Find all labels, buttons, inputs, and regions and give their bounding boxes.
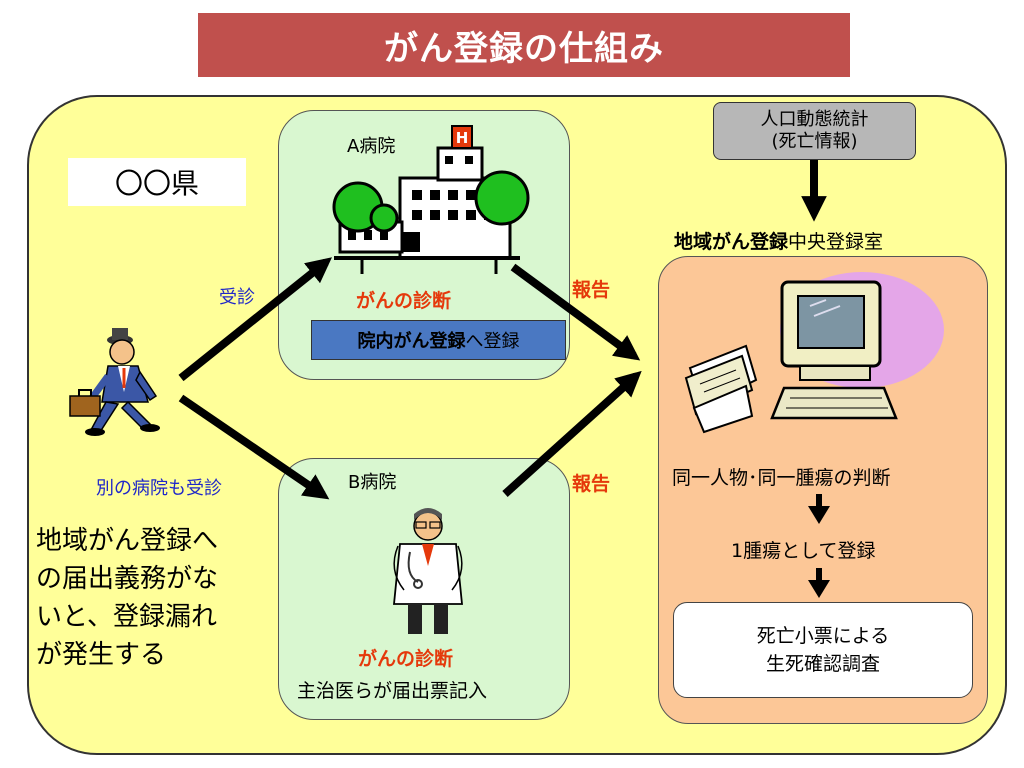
arrow-report-a	[510, 263, 641, 361]
vital-stats-line1: 人口動態統計	[760, 109, 869, 130]
prefecture-label: 〇〇県	[68, 158, 246, 206]
in-hospital-registry-box: 院内がん登録へ登録	[311, 320, 566, 360]
svg-text:H: H	[456, 129, 469, 147]
report-b-label: 報告	[572, 473, 611, 495]
report-a-label: 報告	[572, 279, 611, 301]
central-step2: 1腫瘍として登録	[731, 540, 876, 562]
central-office-title: 地域がん登録中央登録室	[674, 227, 883, 254]
computer-registry-icon	[684, 272, 944, 434]
arrow-visit-b	[178, 394, 330, 500]
warning-line: が発生する	[36, 640, 167, 670]
hospital-a-name: A病院	[347, 136, 396, 157]
survey-line2: 生死確認調査	[765, 653, 880, 675]
warning-text: 地域がん登録へ の届出義務がな いと、登録漏れ が発生する	[36, 522, 276, 674]
vital-stats-line2: (死亡情報)	[771, 131, 858, 152]
hospital-b-note: 主治医らが届出票記入	[297, 680, 488, 702]
warning-line: いと、登録漏れ	[36, 602, 217, 632]
vital-stats-box: 人口動態統計 (死亡情報)	[713, 102, 916, 160]
doctor-icon	[393, 508, 463, 634]
step-arrow-down-icon	[808, 568, 830, 598]
visit-label: 受診	[219, 287, 255, 308]
central-title-bold: 地域がん登録	[674, 231, 789, 253]
hospital-b-diagnosis: がんの診断	[358, 648, 454, 670]
warning-line: 地域がん登録へ	[36, 526, 219, 556]
central-title-rest: 中央登録室	[788, 231, 884, 253]
warning-line: の届出義務がな	[36, 564, 219, 594]
registry-bold-label: 院内がん登録	[357, 331, 466, 352]
registry-rest-label: へ登録	[465, 331, 520, 352]
hospital-a-diagnosis: がんの診断	[356, 290, 452, 312]
hospital-b-name: B病院	[348, 472, 397, 493]
visit-other-label: 別の病院も受診	[96, 478, 222, 499]
page-title: がん登録の仕組み	[198, 13, 850, 77]
arrow-visit-a	[178, 257, 332, 382]
central-step1: 同一人物･同一腫瘍の判断	[672, 467, 891, 489]
death-survey-box: 死亡小票による 生死確認調査	[673, 602, 973, 698]
patient-walking-icon	[69, 328, 160, 436]
hospital-building-icon: H	[332, 125, 530, 274]
arrow-report-b	[502, 370, 642, 497]
survey-line1: 死亡小票による	[756, 625, 890, 647]
step-arrow-down-icon	[808, 494, 830, 524]
